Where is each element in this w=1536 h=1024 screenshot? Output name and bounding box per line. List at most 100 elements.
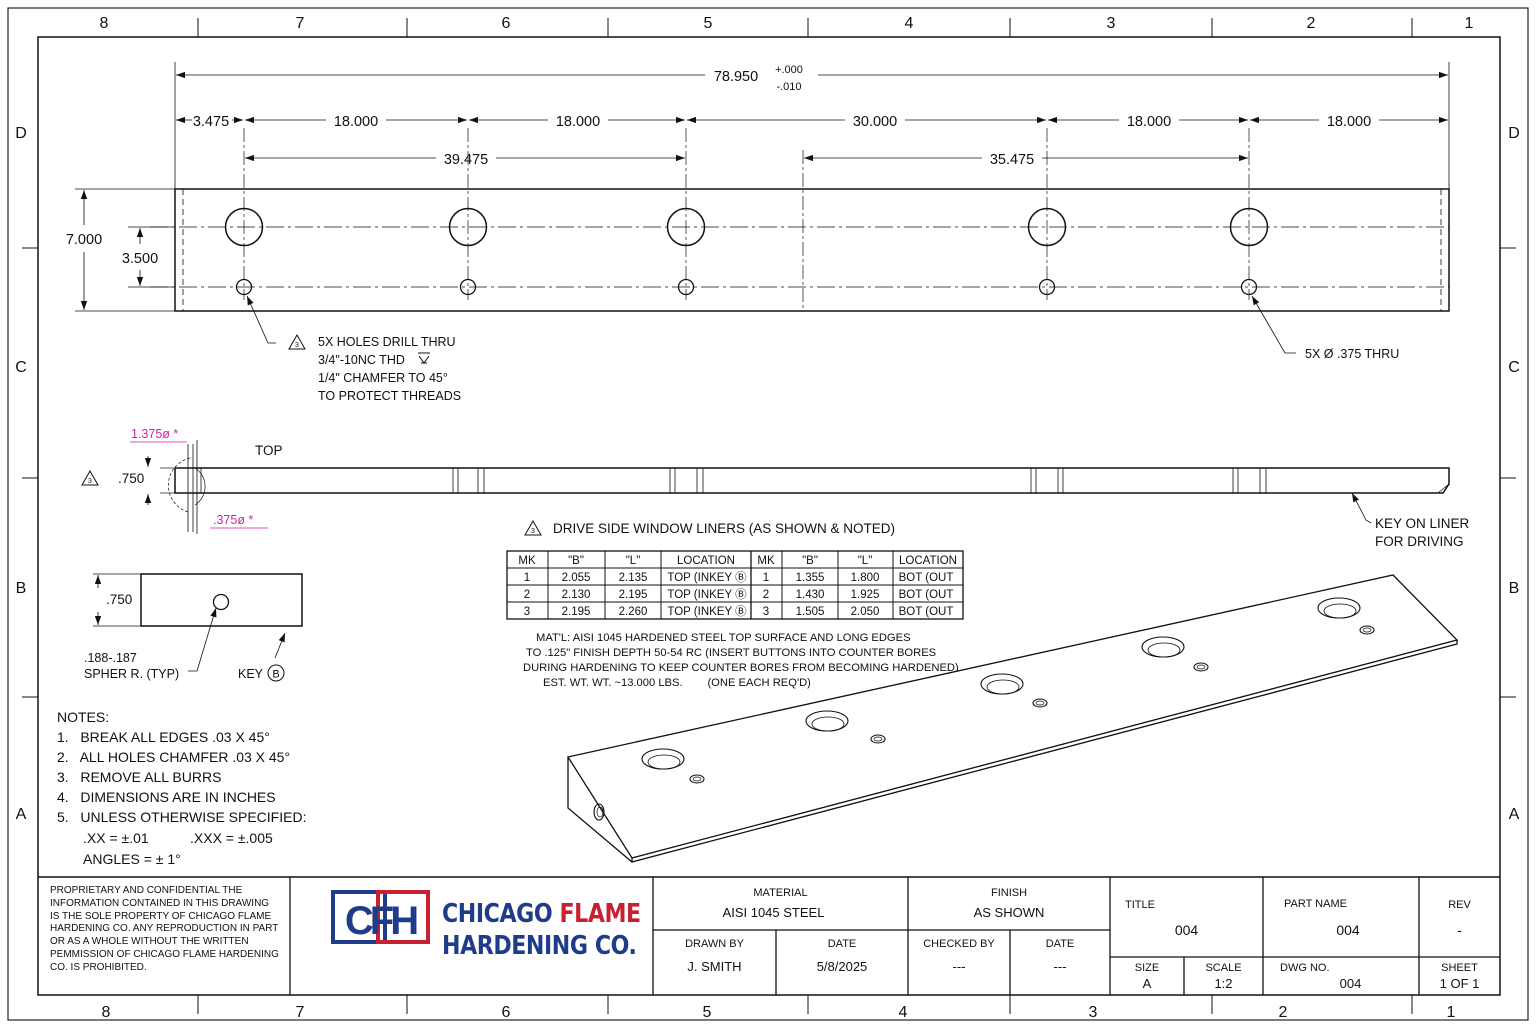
zone-col-top: 2 [1307,15,1316,32]
date-value: 5/8/2025 [816,959,868,974]
spacing-dim: 18.000 [556,114,600,130]
threaded-hole [1027,207,1067,247]
table-cell: 1 [524,572,530,584]
drawn-by-label: DRAWN BY [685,938,744,950]
finish-label: FINISH [990,887,1028,899]
table-cell: 1.925 [851,589,880,601]
tolerance-xx: .XX = ±.01 [83,830,149,846]
table-header: MK [757,555,775,567]
zone-ticks [22,18,1516,1014]
logo-frame-left [331,890,387,944]
table-cell: 2.130 [562,589,591,601]
zone-col-top: 3 [1107,15,1116,32]
zone-col-top: 6 [502,15,511,32]
hole-note-line: 1/4" CHAMFER TO 45° [318,371,448,385]
zone-col-top: 5 [704,15,713,32]
note-item: 4. DIMENSIONS ARE IN INCHES [57,789,276,805]
company-name-flame: FLAME [559,899,641,929]
zone-col-bottom: 2 [1279,1004,1288,1021]
thru-hole [1038,278,1056,296]
table-cell: BOT (OUT [899,589,954,601]
sphere-note-line: .188-.187 [84,651,137,665]
dwg-no-label: DWG NO. [1280,962,1330,974]
table-cell: 1 [763,572,769,584]
company-logo: CFH [331,890,430,944]
dwg-no-value: 004 [1339,976,1362,991]
size-label: SIZE [1134,962,1160,974]
warning-triangle-icon [288,333,306,350]
zone-row-right: D [1508,125,1520,142]
zone-row-left: A [16,806,27,823]
hole-note-line: TO PROTECT THREADS [318,389,461,403]
table-header: LOCATION [677,555,735,567]
hole-note-line: 5X HOLES DRILL THRU [318,335,456,349]
svg-text:3: 3 [531,528,535,535]
sheet-value: 1 OF 1 [1439,976,1480,991]
table-header: "B" [802,555,818,567]
key-label: KEY [238,667,264,681]
table-cell: 3 [524,606,530,618]
thru-hole [677,278,695,296]
table-title: DRIVE SIDE WINDOW LINERS (AS SHOWN & NOT… [553,521,895,536]
check-date-label: DATE [1045,938,1075,950]
outer-border [7,7,1529,1021]
threaded-hole [1229,207,1269,247]
key-marker-circle [267,664,285,682]
threaded-hole [666,207,706,247]
notes-title: NOTES: [57,709,109,725]
left-group-dim: 39.475 [444,152,488,168]
sheet-label: SHEET [1441,962,1478,974]
spacing-dim: 18.000 [1127,114,1171,130]
thread-depth-icon [418,352,430,364]
tolerance-plus: +.000 [775,64,803,76]
right-group-dim: 35.475 [990,152,1034,168]
isometric-view [566,574,1459,863]
zone-col-bottom: 3 [1089,1004,1098,1021]
table-cell: BOT (OUT [899,572,954,584]
liner-table-title: 3 DRIVE SIDE WINDOW LINERS (AS SHOWN & N… [524,519,895,536]
checked-by-label: CHECKED BY [923,938,995,950]
zone-row-left: C [15,359,27,376]
table-cell: 2.050 [851,606,880,618]
date-label: DATE [827,938,857,950]
bar-outline [174,188,1450,312]
company-name: CHICAGO FLAME HARDENING CO. [442,898,641,962]
thru-hole [235,278,253,296]
inner-border [37,36,1501,996]
table-cell: 1.800 [851,572,880,584]
top-view [150,128,1450,312]
checked-by-value: --- [952,959,966,974]
table-cell: BOT (OUT [899,606,954,618]
overall-length-dim: 78.950 [714,69,758,85]
thru-hole [1240,278,1258,296]
part-name-label: PART NAME [1284,898,1347,910]
zone-row-right: A [1509,806,1520,823]
spacing-dim: 18.000 [1327,114,1371,130]
zone-row-left: D [15,125,27,142]
material-note-line: MAT'L: AISI 1045 HARDENED STEEL TOP SURF… [536,632,911,644]
end-thickness-dim: .750 [106,592,132,607]
table-header: LOCATION [899,555,957,567]
table-cell: TOP (INKEY Ⓑ [667,571,747,584]
tolerance-minus: -.010 [776,81,801,93]
diameter-large-callout: 1.375ø * [131,427,178,441]
note-item: 5. UNLESS OTHERWISE SPECIFIED: [57,809,306,825]
note-item: 3. REMOVE ALL BURRS [57,769,221,785]
key-note-line: KEY ON LINER [1375,516,1470,531]
logo-mark: CFH [345,899,417,943]
table-cell: 1.505 [796,606,825,618]
warning-triangle-icon [524,519,542,536]
material-note-line: EST. WT. WT. ~13.000 LBS. (ONE EACH REQ'… [543,677,811,689]
scale-label: SCALE [1205,962,1242,974]
company-name-chicago: CHICAGO [442,899,560,929]
title-label: TITLE [1125,899,1155,911]
table-cell: TOP (INKEY Ⓑ [667,588,747,601]
side-view [130,440,1450,534]
size-value: A [1142,976,1152,991]
table-cell: 2.135 [619,572,648,584]
zone-col-bottom: 1 [1447,1004,1456,1021]
table-cell: 2 [524,589,530,601]
hole-note-line: 3/4"-10NC THD [318,353,405,367]
top-label: TOP [255,443,283,458]
